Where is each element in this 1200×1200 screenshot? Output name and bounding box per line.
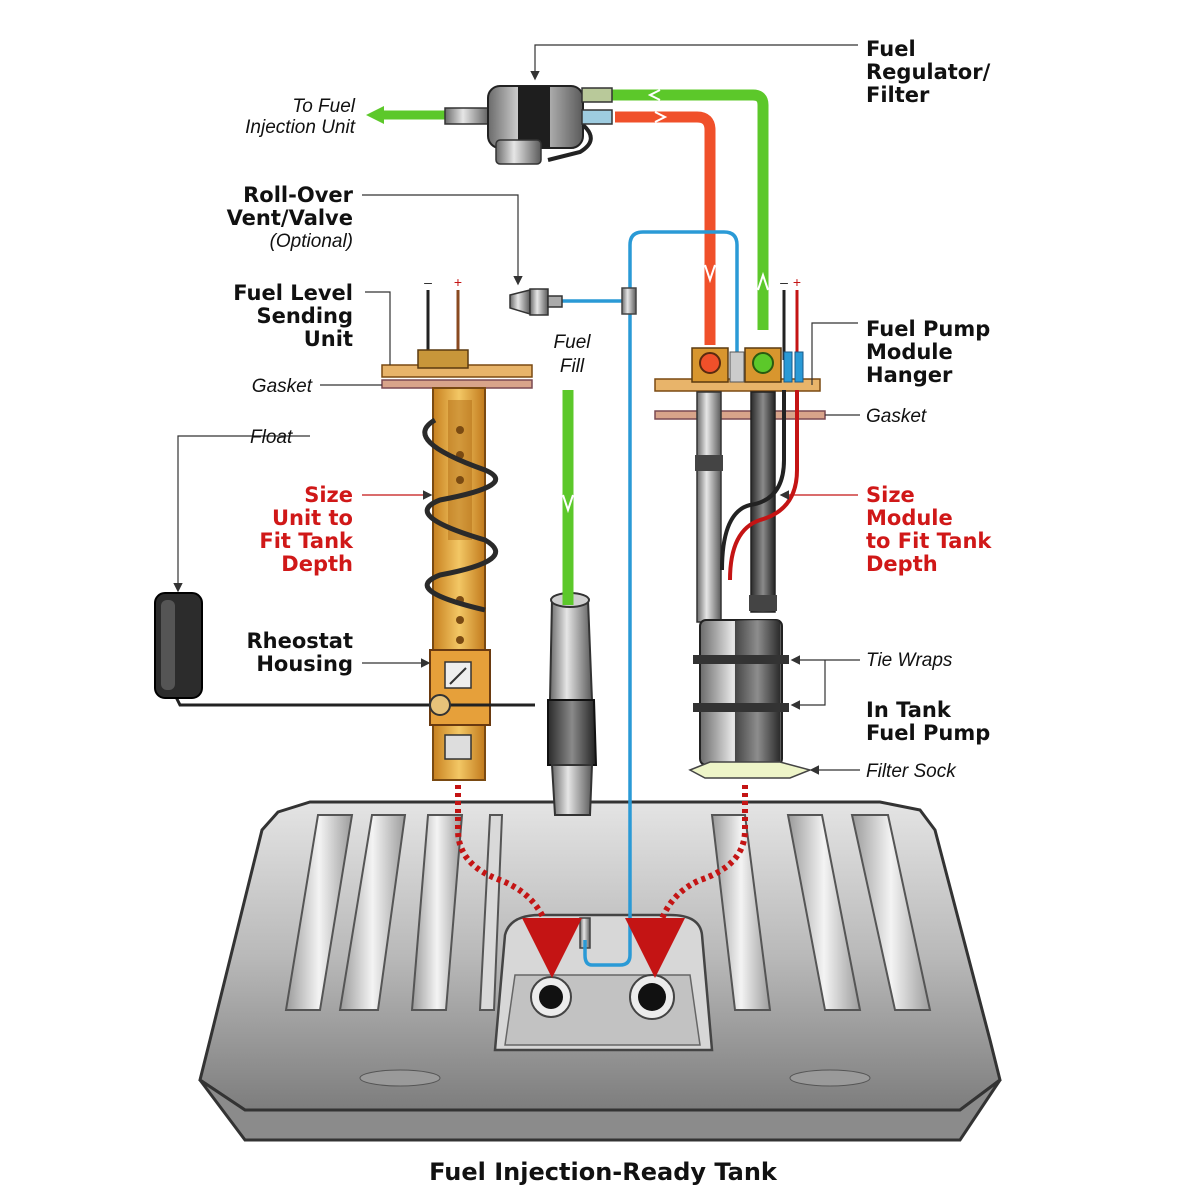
svg-text:Fit Tank: Fit Tank — [259, 529, 354, 553]
label-fuel-pump-module: Fuel Pump Module Hanger — [866, 317, 990, 387]
svg-text:Rheostat: Rheostat — [246, 629, 353, 653]
filler-neck — [547, 592, 598, 816]
svg-text:Size: Size — [304, 483, 353, 507]
svg-text:Hanger: Hanger — [866, 363, 953, 387]
svg-text:Injection Unit: Injection Unit — [245, 117, 356, 138]
label-fuel-level: Fuel Level Sending Unit — [233, 281, 353, 351]
label-tie-wraps: Tie Wraps — [866, 650, 953, 671]
label-filter-sock: Filter Sock — [866, 761, 957, 782]
fuel-regulator-filter — [444, 85, 613, 165]
svg-text:Housing: Housing — [256, 652, 353, 676]
label-gasket-left: Gasket — [252, 376, 313, 397]
label-size-module: Size Module to Fit Tank Depth — [866, 483, 992, 576]
svg-text:Depth: Depth — [866, 552, 938, 576]
svg-text:Fill: Fill — [560, 356, 585, 377]
label-to-fuel-injection: To Fuel Injection Unit — [245, 96, 356, 138]
fuel-level-sending-unit — [173, 290, 535, 781]
svg-text:Sending: Sending — [256, 304, 353, 328]
label-fuel-regulator: Fuel Regulator/ Filter — [866, 37, 991, 107]
svg-text:Fuel: Fuel — [554, 332, 592, 353]
fuel-tank — [198, 800, 1002, 1142]
svg-text:Fuel: Fuel — [866, 37, 916, 61]
sender-negative-mark: – — [424, 274, 432, 290]
roll-over-valve — [509, 288, 563, 316]
svg-text:To Fuel: To Fuel — [292, 96, 355, 117]
return-fuel-line — [615, 111, 716, 345]
pump-mount-hole — [629, 974, 675, 1020]
label-roll-over-valve: Roll-Over Vent/Valve (Optional) — [227, 183, 354, 252]
leader-lines — [173, 44, 860, 775]
svg-text:Size: Size — [866, 483, 915, 507]
pump-positive-mark: + — [793, 274, 801, 290]
install-path-sender — [455, 785, 582, 978]
svg-text:Depth: Depth — [281, 552, 353, 576]
label-size-unit: Size Unit to Fit Tank Depth — [259, 483, 354, 576]
svg-text:Fuel Pump: Fuel Pump — [866, 721, 990, 745]
svg-text:Module: Module — [866, 340, 953, 364]
sender-positive-mark: + — [454, 274, 462, 290]
label-in-tank-pump: In Tank Fuel Pump — [866, 698, 990, 745]
svg-text:Filter: Filter — [866, 83, 930, 107]
svg-text:to Fit Tank: to Fit Tank — [866, 529, 992, 553]
svg-text:Fuel Level: Fuel Level — [233, 281, 353, 305]
supply-fuel-line — [366, 89, 769, 605]
svg-text:Unit: Unit — [304, 327, 353, 351]
diagram-title: Fuel Injection-Ready Tank — [429, 1158, 778, 1186]
fuel-pump-module — [654, 290, 826, 779]
svg-text:Vent/Valve: Vent/Valve — [227, 206, 353, 230]
svg-text:Unit to: Unit to — [272, 506, 353, 530]
svg-text:(Optional): (Optional) — [270, 231, 353, 252]
svg-text:Regulator/: Regulator/ — [866, 60, 991, 84]
sender-mount-hole — [530, 976, 572, 1018]
svg-text:Roll-Over: Roll-Over — [243, 183, 353, 207]
svg-text:Module: Module — [866, 506, 953, 530]
label-gasket-right: Gasket — [866, 406, 927, 427]
svg-text:In Tank: In Tank — [866, 698, 952, 722]
label-float: Float — [250, 427, 293, 448]
float — [154, 592, 203, 699]
svg-text:Fuel Pump: Fuel Pump — [866, 317, 990, 341]
label-fuel-fill: Fuel Fill — [554, 332, 592, 377]
label-rheostat: Rheostat Housing — [246, 629, 353, 676]
pump-negative-mark: – — [780, 274, 788, 290]
